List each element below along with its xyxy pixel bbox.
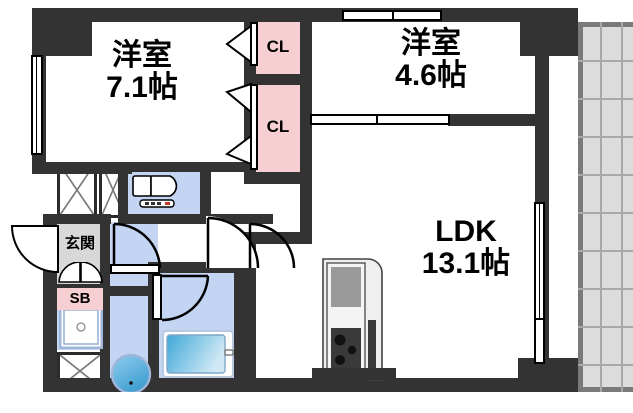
room-label-washitsu-left: 洋室 7.1帖: [82, 40, 202, 103]
bathtub-fixture: [162, 330, 234, 378]
door-closet-lower-top[interactable]: [224, 82, 252, 120]
closet-lower-fill: [256, 84, 300, 174]
room-label-ldk: LDK 13.1帖: [396, 216, 536, 279]
window-left-bedroom-mullion: [36, 57, 37, 153]
wall-corridor-divider: [110, 286, 158, 296]
wall-toilet-bottom: [118, 214, 211, 224]
wall-bedroom-left-bottom: [32, 162, 132, 174]
sliding-door-bedroom-ldk-a[interactable]: [310, 114, 378, 125]
kitchen-base-block: [312, 368, 396, 380]
wall-genkan-right: [100, 218, 110, 294]
balcony-grid-line: [600, 22, 602, 392]
pillar-top-left: [32, 8, 92, 56]
door-closet-upper[interactable]: [225, 24, 252, 64]
balcony-grid-line: [578, 212, 633, 214]
wall-bathroom-right: [234, 262, 246, 392]
toilet-fixture: [132, 174, 194, 212]
genkan-step-fixture: [58, 262, 103, 284]
room-label-ldk-name: LDK: [435, 215, 497, 248]
shoebox-fill: [57, 288, 103, 310]
room-label-washitsu-right: 洋室 4.6帖: [366, 28, 496, 91]
room-label-washitsu-right-size: 4.6帖: [395, 58, 467, 92]
door-toilet[interactable]: [112, 222, 162, 270]
closet-label-lower: CL: [266, 117, 290, 136]
wall-toilet-right: [200, 162, 211, 224]
wall-closet-divider: [256, 74, 300, 85]
kitchen-counter-fixture: [322, 258, 384, 382]
balcony-grid-line: [578, 288, 633, 290]
room-washitsu-right-floor: [310, 22, 535, 120]
closet-label-upper: CL: [266, 37, 290, 56]
room-label-washitsu-right-name: 洋室: [401, 27, 461, 60]
shoebox-label: SB: [69, 290, 91, 307]
door-bedroom-left[interactable]: [204, 216, 260, 270]
wall-toilet-left: [118, 162, 128, 224]
door-entrance[interactable]: [6, 224, 59, 274]
balcony-grid-line: [578, 60, 633, 62]
wall-ldk-left-upper: [300, 114, 312, 244]
wall-genkan-lower-right: [100, 290, 110, 392]
balcony-grid-line: [578, 326, 633, 328]
wash-basin-fixture: [59, 305, 103, 349]
wall-bathroom-left: [148, 262, 159, 392]
closet-upper-door-panel[interactable]: [250, 22, 258, 66]
balcony-grid-line: [578, 174, 633, 176]
window-top-bedroom-mullion: [392, 11, 394, 20]
window-left-bedroom: [31, 55, 43, 155]
balcony-floor: [578, 22, 633, 392]
door-ldk[interactable]: [248, 222, 296, 270]
shoebox-top-edge: [57, 284, 103, 288]
closet-upper-fill: [256, 22, 300, 76]
balcony-grid-line: [621, 22, 623, 392]
wall-top-closet-section: [254, 8, 312, 22]
balcony-grid-line: [578, 98, 633, 100]
pillar-top-right: [520, 8, 578, 56]
balcony-railing: [578, 22, 633, 392]
door-closet-lower-bottom[interactable]: [225, 130, 252, 168]
room-ldk-floor: [268, 120, 535, 392]
wall-genkan-top: [43, 214, 111, 224]
sliding-door-bedroom-ldk-b[interactable]: [376, 114, 450, 125]
room-label-washitsu-left-name: 洋室: [112, 39, 172, 72]
window-ldk-balcony-lower: [534, 318, 545, 364]
window-ldk-balcony-mullion: [539, 204, 540, 318]
wall-ldk-left-lower: [256, 232, 312, 244]
balcony-grid-line: [578, 250, 633, 252]
room-label-washitsu-left-size: 7.1帖: [106, 70, 178, 104]
closet-lower-door-panel[interactable]: [250, 84, 258, 170]
balcony-grid-line: [578, 136, 633, 138]
door-bathroom[interactable]: [160, 274, 210, 322]
wall-bathroom-top: [148, 262, 246, 273]
pillar-bottom-right: [518, 358, 578, 392]
washing-machine-fixture: [110, 352, 152, 392]
toilet-door-panel[interactable]: [110, 264, 160, 274]
wall-ldk-left-vert: [244, 232, 256, 378]
bathroom-door-panel[interactable]: [152, 274, 162, 320]
wall-closet-bottom: [244, 172, 312, 184]
balcony-grid-line: [578, 364, 633, 366]
wall-bedroom-left-bottom2: [127, 162, 247, 172]
wall-bedroom-right-bottom: [448, 114, 535, 126]
wall-bottom-mid: [236, 378, 535, 392]
genkan-label: 玄関: [64, 235, 95, 252]
room-label-ldk-size: 13.1帖: [421, 246, 511, 280]
wall-corridor-top: [211, 214, 273, 224]
